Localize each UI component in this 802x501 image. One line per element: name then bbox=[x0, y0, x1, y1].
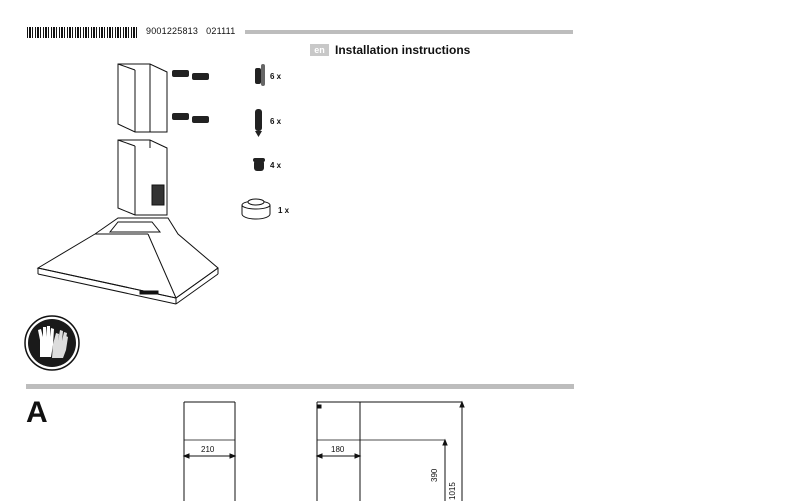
date-code: 021111 bbox=[206, 26, 236, 36]
right-width-label: 180 bbox=[331, 445, 345, 454]
section-rule bbox=[26, 384, 574, 389]
flange-adapter-quantity: 1 x bbox=[278, 206, 290, 215]
header-rule bbox=[245, 30, 573, 34]
section-letter: A bbox=[26, 396, 48, 429]
wall-plug-quantity: 6 x bbox=[270, 72, 282, 81]
right-inner-height-label: 390 bbox=[430, 468, 439, 482]
page-title: Installation instructions bbox=[335, 43, 471, 57]
cap-quantity: 4 x bbox=[270, 161, 282, 170]
screw-quantity: 6 x bbox=[270, 117, 282, 126]
barcode bbox=[27, 27, 137, 38]
document-number-line: 9001225813 021111 bbox=[146, 26, 235, 36]
document-number: 9001225813 bbox=[146, 26, 199, 36]
right-outer-height-label: 1015 bbox=[448, 482, 457, 500]
left-width-label: 210 bbox=[201, 445, 215, 454]
language-badge: en bbox=[310, 44, 329, 56]
